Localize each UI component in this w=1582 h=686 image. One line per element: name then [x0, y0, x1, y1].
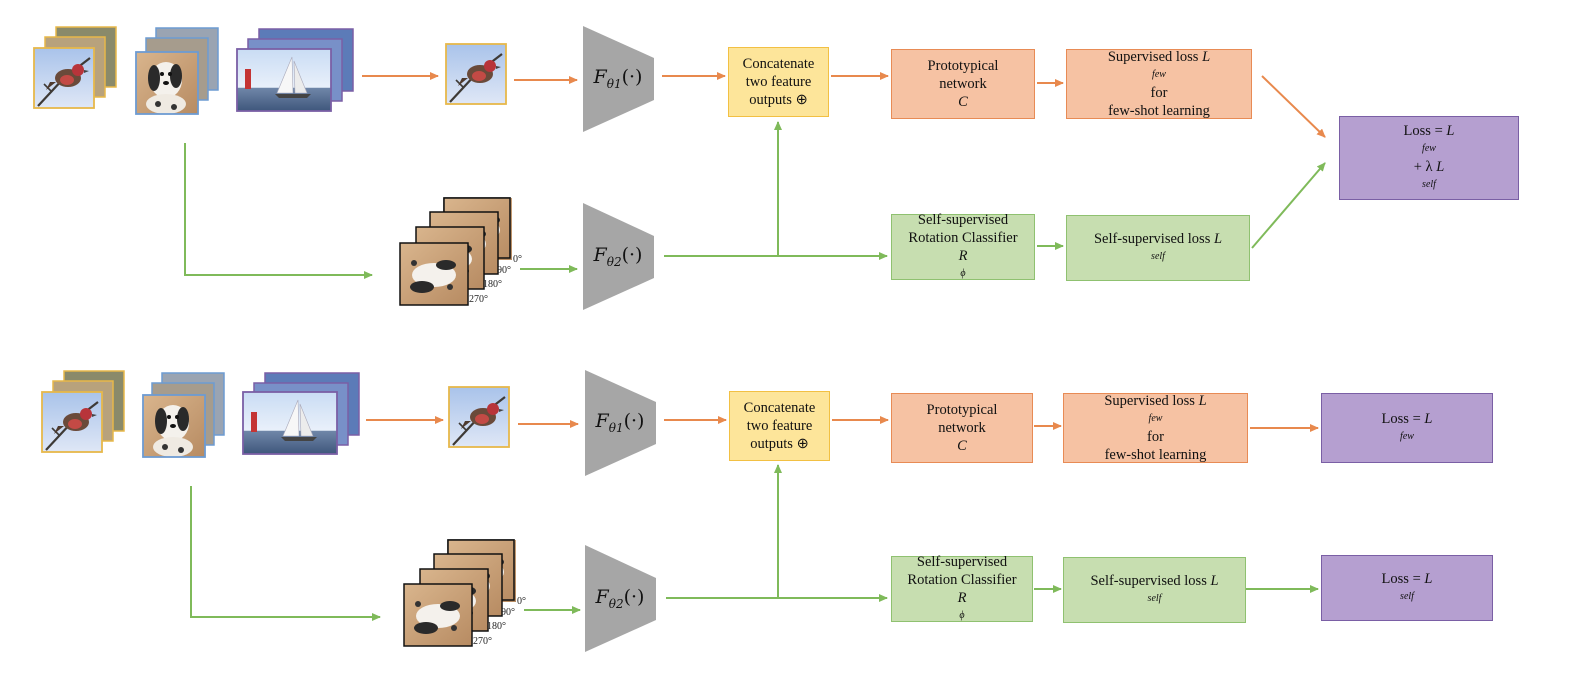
- top-query-image: [444, 42, 508, 106]
- top-input-images: [32, 26, 354, 115]
- bottom-encoder-2-shape: [585, 545, 656, 652]
- bottom-angle-270: 270°: [473, 636, 492, 647]
- bottom-angle-90: 90°: [501, 607, 515, 618]
- bottom-encoder-1: Fθ1(·): [595, 410, 645, 435]
- bottom-input-images: [40, 370, 360, 458]
- top-encoder-2: Fθ2(·): [593, 244, 643, 269]
- top-angle-0: 0°: [513, 254, 522, 265]
- bottom-encoder-1-shape: [585, 370, 656, 476]
- top-encoder-2-shape: [583, 203, 654, 310]
- top-encoder-1-shape: [583, 26, 654, 132]
- bottom-angle-0: 0°: [517, 596, 526, 607]
- bottom-rotated-images: [403, 539, 516, 647]
- top-rotated-images: [399, 197, 512, 306]
- top-encoder-1: Fθ1(·): [593, 66, 643, 91]
- top-angle-180: 180°: [483, 279, 502, 290]
- bottom-query-image: [447, 385, 511, 449]
- top-angle-270: 270°: [469, 294, 488, 305]
- bottom-angle-180: 180°: [487, 621, 506, 632]
- bottom-encoder-2: Fθ2(·): [595, 586, 645, 611]
- top-angle-90: 90°: [497, 265, 511, 276]
